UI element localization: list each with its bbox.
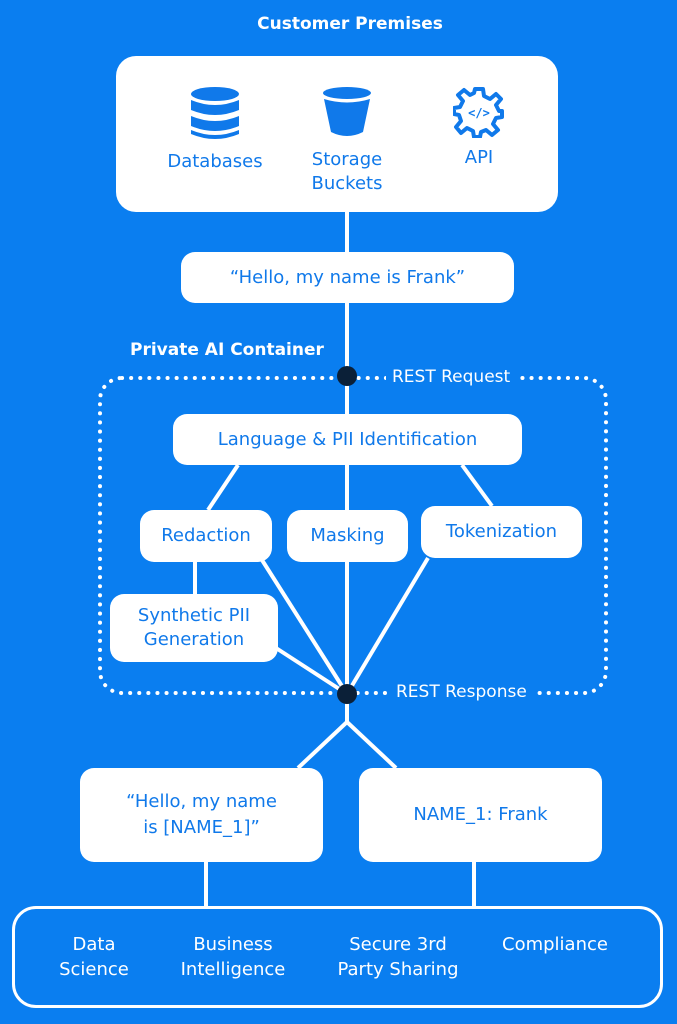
premises-box: Databases Storage Buckets </> API — [116, 56, 558, 212]
consumer-data-science: Data Science — [59, 934, 129, 980]
redacted-output-box: “Hello, my name is [NAME_1]” — [80, 768, 323, 862]
premises-item-api: </> API — [424, 86, 534, 170]
line-tokenization-to-response — [345, 556, 430, 696]
input-text-box: “Hello, my name is Frank” — [181, 252, 514, 303]
synthetic-pii-box: Synthetic PII Generation — [110, 594, 278, 662]
bucket-icon — [323, 87, 371, 136]
database-icon — [191, 87, 239, 139]
consumers-box — [12, 906, 663, 1008]
api-gear-icon: </> — [452, 87, 504, 139]
request-node — [337, 366, 357, 386]
identification-box: Language & PII Identification — [173, 414, 522, 465]
line-synthetic-to-response — [274, 646, 349, 696]
svg-text:</>: </> — [468, 106, 490, 120]
mapping-output-box: NAME_1: Frank — [359, 768, 602, 862]
consumer-secure-sharing: Secure 3rd Party Sharing — [337, 934, 459, 980]
tokenization-box: Tokenization — [421, 506, 582, 558]
consumer-compliance: Compliance — [502, 934, 608, 955]
premises-title: Customer Premises — [257, 14, 443, 34]
line-redaction-to-response — [260, 558, 349, 696]
line-identify-to-redaction — [206, 463, 240, 512]
line-identify-to-tokenization — [460, 463, 494, 508]
consumer-business-intelligence: Business Intelligence — [180, 934, 286, 980]
premises-item-label: Databases — [167, 151, 263, 172]
rest-response-label: REST Response — [390, 682, 533, 702]
premises-item-databases: Databases — [160, 86, 270, 174]
premises-item-label: API — [464, 147, 494, 168]
line-split-right — [345, 720, 398, 770]
response-node — [337, 684, 357, 704]
premises-item-label: Storage Buckets — [311, 149, 383, 194]
rest-request-label: REST Request — [386, 367, 517, 387]
masking-box: Masking — [287, 510, 408, 562]
premises-item-storage: Storage Buckets — [292, 86, 402, 196]
container-title: Private AI Container — [130, 340, 324, 360]
redaction-box: Redaction — [140, 510, 272, 562]
line-split-left — [296, 720, 349, 770]
